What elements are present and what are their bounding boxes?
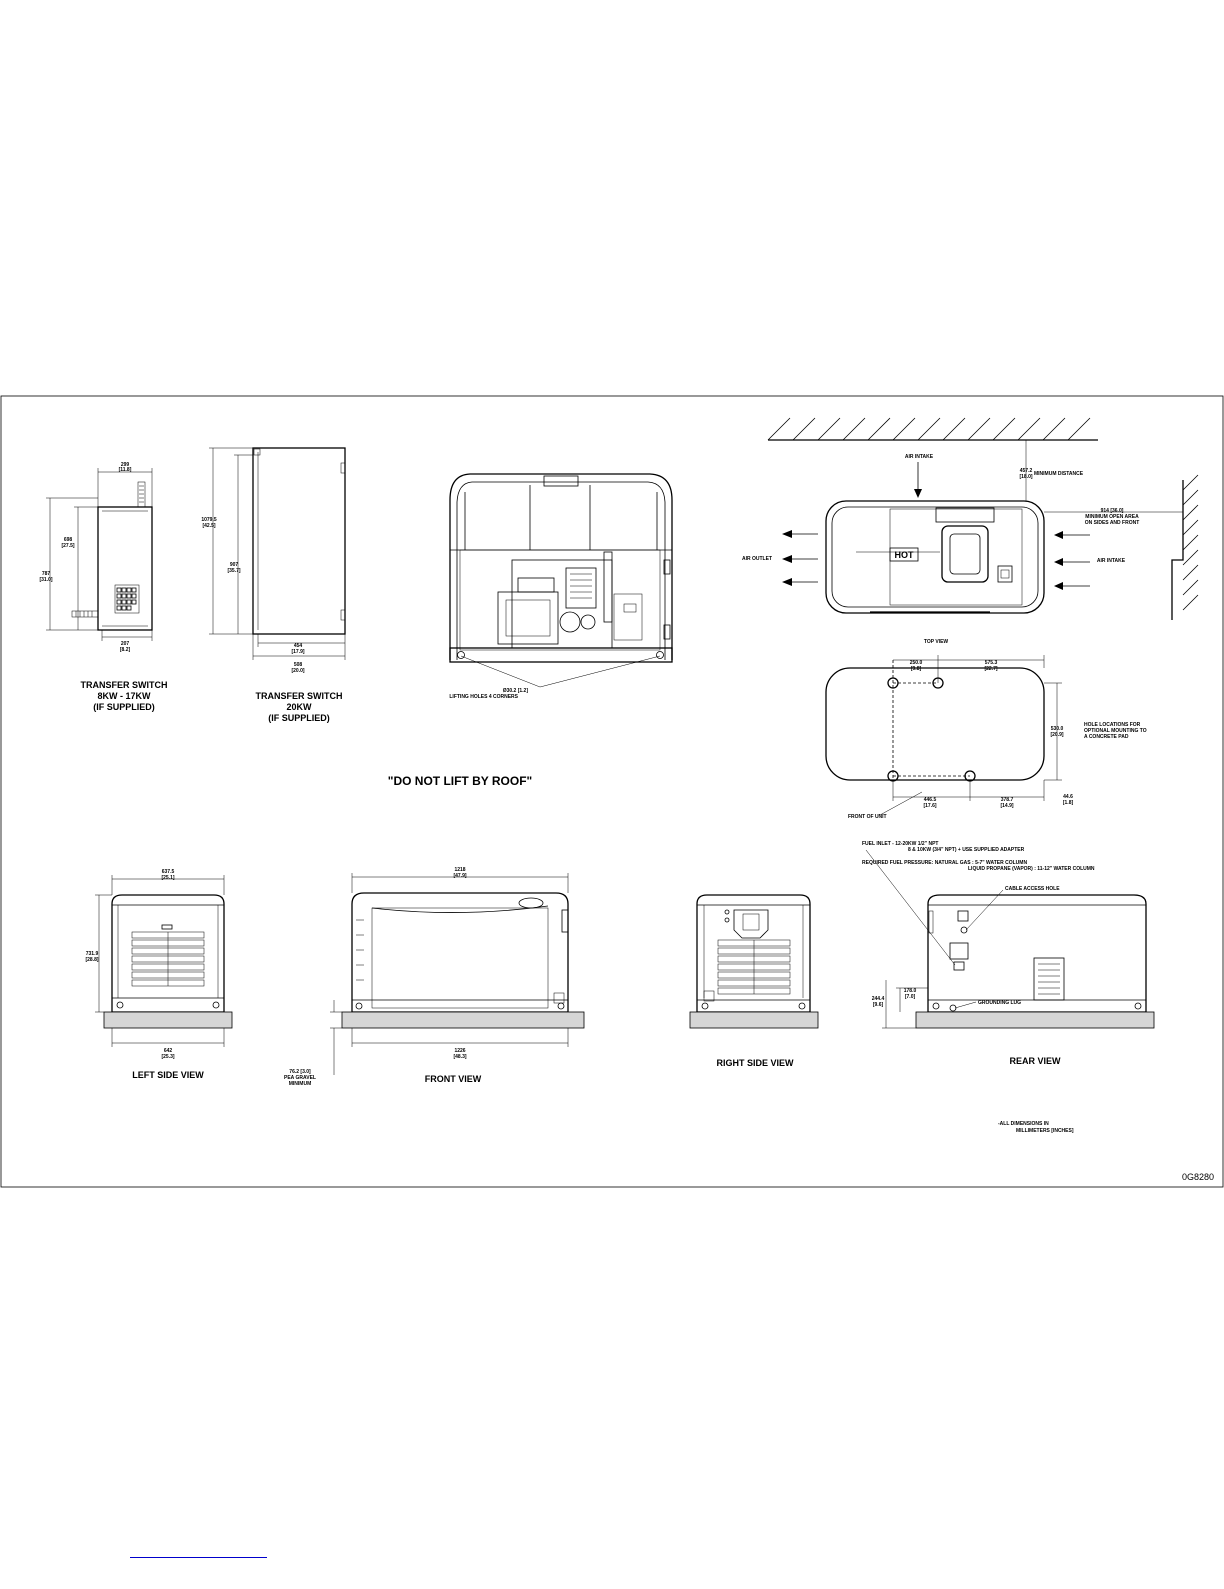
ts-small-dim-top-in: [11.8] (119, 467, 132, 473)
left-dim-top-in: [25.1] (161, 875, 174, 881)
ts-large-dim-inner: 907 (230, 562, 239, 568)
drawing-number: 0G8280 (1182, 1172, 1214, 1182)
min-distance-label: MINIMUM DISTANCE (1034, 471, 1084, 477)
right-side-title: RIGHT SIDE VIEW (716, 1058, 794, 1068)
rear-view (865, 849, 1155, 1029)
gravel-label: PEA GRAVEL (284, 1075, 316, 1081)
ts-small-dim-inner-in: [27.5] (61, 543, 74, 549)
ts-small-dim-bottom-in: [8.2] (120, 647, 131, 653)
top-view (767, 417, 1199, 620)
rear-view-title: REAR VIEW (1009, 1056, 1061, 1066)
front-dim-bottom-in: [48.3] (453, 1054, 466, 1060)
transfer-switch-large (209, 447, 346, 660)
fuel-inlet: FUEL INLET - 12-20KW 1/2" NPT (862, 841, 938, 847)
rear-dim-a: 178.0 (904, 988, 917, 994)
dimension-note-1: -ALL DIMENSIONS IN (998, 1121, 1049, 1127)
right-side-view (689, 894, 819, 1029)
fuel-pressure-2: LIQUID PROPANE (VAPOR) : 11-12" WATER CO… (968, 866, 1095, 872)
ts-small-dim-top: 299 (121, 462, 130, 468)
ts-large-dim-height-in: [42.5] (202, 523, 215, 529)
drawing-border (0, 395, 1224, 1188)
left-side-title: LEFT SIDE VIEW (132, 1070, 204, 1080)
open-area-1: 914 [36.0] (1101, 508, 1124, 514)
rear-dim-a-in: [7.0] (905, 994, 916, 1000)
mount-dim-f-in: [1.8] (1063, 800, 1074, 806)
ts-small-title-2: 8KW - 17KW (97, 691, 151, 701)
mount-dim-b-in: [22.7] (984, 666, 997, 672)
air-intake-right: AIR INTAKE (1097, 558, 1126, 564)
front-dim-top: 1218 (454, 867, 465, 873)
grounding-lug: GROUNDING LUG (978, 1000, 1021, 1006)
ts-large-title-2: 20KW (286, 702, 312, 712)
left-dim-bottom: 642 (164, 1048, 173, 1054)
mount-dim-c-in: [20.9] (1050, 732, 1063, 738)
hole-note-1: HOLE LOCATIONS FOR (1084, 722, 1141, 728)
ts-large-dim-depth-outer-in: [20.0] (291, 668, 304, 674)
mounting-holes-view (825, 655, 1062, 816)
footer-link-underline[interactable] (130, 1557, 267, 1558)
open-area-2: MINIMUM OPEN AREA (1085, 514, 1139, 520)
gravel-min: MINIMUM (289, 1081, 312, 1087)
left-dim-height: 731.9 (86, 951, 99, 957)
mount-dim-a: 250.0 (910, 660, 923, 666)
fuel-pressure: REQUIRED FUEL PRESSURE: NATURAL GAS : 5-… (862, 860, 1027, 866)
mount-dim-d: 446.5 (924, 797, 937, 803)
left-dim-top: 637.5 (162, 869, 175, 875)
ts-large-title-3: (IF SUPPLIED) (268, 713, 330, 723)
left-side-view (95, 875, 233, 1047)
ts-large-dim-depth-inner-in: [17.9] (291, 649, 304, 655)
transfer-switch-small (46, 468, 153, 641)
front-view (330, 873, 585, 1075)
hole-note-3: A CONCRETE PAD (1084, 734, 1129, 740)
min-distance-value: 457.2 (1020, 468, 1033, 474)
front-of-unit: FRONT OF UNIT (848, 814, 887, 820)
min-distance-inches: [18.0] (1019, 474, 1032, 480)
mount-dim-e-in: [14.9] (1000, 803, 1013, 809)
mount-dim-e: 378.7 (1001, 797, 1014, 803)
gravel-dim: 76.2 [3.0] (289, 1069, 311, 1075)
rear-dim-b: 244.4 (872, 996, 885, 1002)
air-intake-top: AIR INTAKE (905, 454, 934, 460)
hot-label: HOT (895, 550, 915, 560)
ts-small-dim-height-in: [31.0] (39, 577, 52, 583)
ts-small-title-3: (IF SUPPLIED) (93, 702, 155, 712)
ts-small-title-1: TRANSFER SWITCH (81, 680, 168, 690)
ts-large-dim-depth-inner: 454 (294, 643, 303, 649)
ts-large-dim-inner-in: [35.7] (227, 568, 240, 574)
ts-large-dim-depth-outer: 508 (294, 662, 303, 668)
ts-small-dim-height: 787 (42, 571, 51, 577)
top-view-title: TOP VIEW (924, 639, 949, 645)
cable-access-hole: CABLE ACCESS HOLE (1005, 886, 1060, 892)
front-open-view (449, 473, 673, 688)
lifting-hole-note: LIFTING HOLES 4 CORNERS (449, 694, 518, 700)
mount-dim-c: 530.0 (1051, 726, 1064, 732)
ts-small-dim-bottom: 207 (121, 641, 130, 647)
hole-note-2: OPTIONAL MOUNTING TO (1084, 728, 1147, 734)
mount-dim-a-in: [9.8] (911, 666, 922, 672)
roof-warning: "DO NOT LIFT BY ROOF" (388, 774, 533, 788)
left-dim-height-in: [28.8] (85, 957, 98, 963)
front-view-title: FRONT VIEW (425, 1074, 482, 1084)
ts-large-title-1: TRANSFER SWITCH (256, 691, 343, 701)
mount-dim-d-in: [17.6] (923, 803, 936, 809)
open-area-3: ON SIDES AND FRONT (1085, 520, 1140, 526)
ts-small-dim-inner: 698 (64, 537, 73, 543)
air-outlet: AIR OUTLET (742, 556, 772, 562)
dimension-note-2: MILLIMETERS [INCHES] (1016, 1128, 1074, 1134)
front-dim-top-in: [47.9] (453, 873, 466, 879)
fuel-inlet-2: 8 & 10KW (3/4" NPT) + USE SUPPLIED ADAPT… (908, 847, 1025, 853)
front-dim-bottom: 1226 (454, 1048, 465, 1054)
mount-dim-f: 44.6 (1063, 794, 1073, 800)
lifting-hole-dim: Ø30.2 [1.2] (503, 688, 529, 694)
mount-dim-b: 575.3 (985, 660, 998, 666)
left-dim-bottom-in: [25.3] (161, 1054, 174, 1060)
rear-dim-b-in: [9.6] (873, 1002, 884, 1008)
ts-large-dim-height: 1079.5 (201, 517, 217, 523)
